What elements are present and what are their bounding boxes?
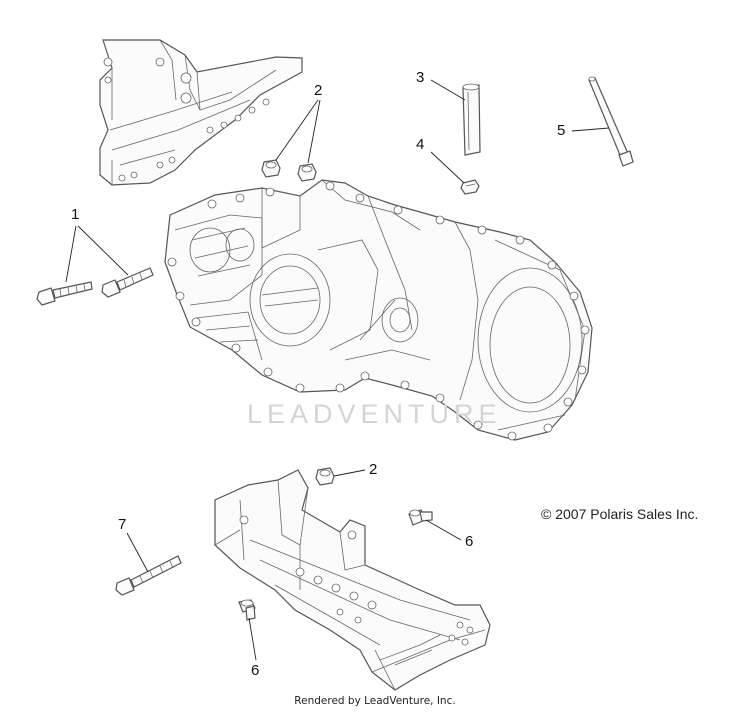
leader-2a — [275, 99, 319, 161]
upper-mount-bracket — [99, 39, 303, 186]
leader-lines — [65, 79, 610, 661]
callout-2-lower: 2 — [369, 461, 378, 478]
lower-mount-bracket — [214, 469, 491, 691]
callout-5: 5 — [557, 122, 566, 139]
callout-1: 1 — [71, 206, 80, 223]
bolt-item-6-lower — [238, 599, 256, 621]
bolt-item-1-left — [36, 281, 93, 306]
leader-2c — [333, 469, 366, 477]
leader-7 — [126, 532, 149, 573]
long-bolt-item-7 — [115, 555, 182, 596]
long-bolt-item-5 — [588, 76, 634, 167]
leader-5 — [571, 127, 610, 132]
leader-3 — [430, 79, 466, 101]
leader-1b — [77, 225, 129, 276]
callout-4: 4 — [416, 136, 425, 153]
callout-2-upper: 2 — [314, 82, 323, 99]
nut-item-2-left — [261, 159, 281, 178]
watermark: LEADVENTURE — [247, 399, 502, 429]
nut-item-2-right — [297, 163, 317, 182]
leader-6b — [248, 617, 257, 661]
leader-4 — [430, 151, 465, 184]
clamp-item-4 — [460, 179, 480, 195]
copyright-notice: © 2007 Polaris Sales Inc. — [541, 506, 699, 522]
bolt-item-1-right — [101, 267, 154, 298]
callout-7: 7 — [118, 516, 127, 533]
leader-6a — [425, 519, 462, 541]
transmission-housing — [164, 179, 593, 441]
tube-item-3 — [462, 83, 481, 156]
callout-6-upper: 6 — [465, 533, 474, 550]
bolt-item-6-upper — [408, 509, 433, 526]
leader-1a — [65, 225, 77, 283]
footer-credit: Rendered by LeadVenture, Inc. — [294, 695, 456, 707]
callout-3: 3 — [416, 69, 425, 86]
nut-item-2-lower — [315, 467, 335, 486]
callout-6-lower: 6 — [251, 662, 260, 679]
leader-2b — [307, 99, 321, 164]
